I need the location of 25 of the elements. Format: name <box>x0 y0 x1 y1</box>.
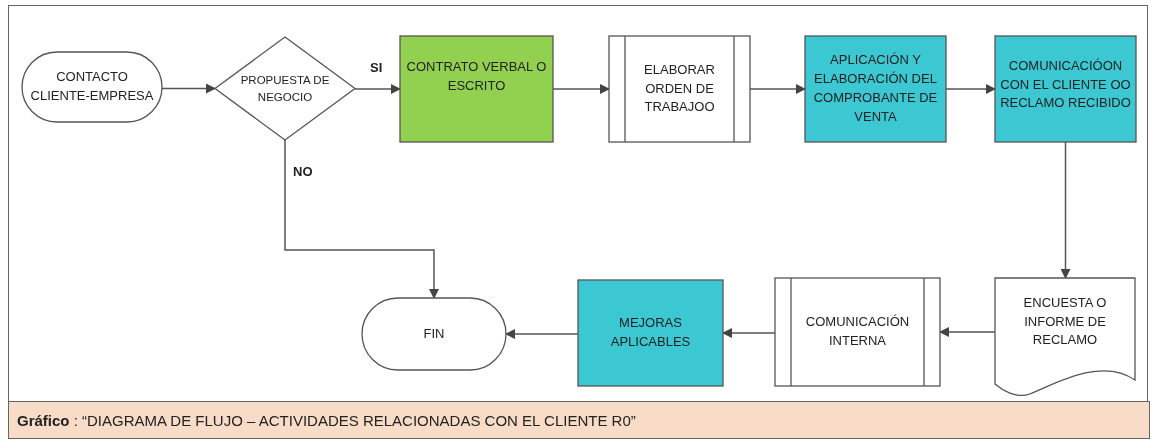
node-label: CONTACTO CLIENTE-EMPRESA <box>30 68 154 105</box>
node-label: ENCUESTA O INFORME DE RECLAMO <box>1022 293 1108 350</box>
arrow <box>1060 141 1071 279</box>
arrow <box>284 139 439 299</box>
terminal-shape <box>362 298 506 370</box>
node-label: PROPUESTA DE NEGOCIO <box>239 72 331 105</box>
node-label: COMUNICACIÓN INTERNA <box>804 313 911 350</box>
process-box <box>400 36 553 142</box>
node-label: COMUNICACIÓON CON EL CLIENTE OO RECLAMO RECIBIDO <box>999 56 1132 113</box>
node-label: MEJORAS APLICABLES <box>609 314 692 351</box>
caption: Gráfico : “DIAGRAMA DE FLUJO – ACTIVIDADES RELACIONADAS CON EL CLIENTE R0” <box>17 411 636 429</box>
node-label: ELABORAR ORDEN DE TRABAJOO <box>643 60 716 117</box>
decision-diamond <box>215 37 355 140</box>
node-label: APLICACIÓN Y ELABORACIÓN DEL COMPROBANTE DE VENTA <box>812 51 939 126</box>
node-label: CONTRATO VERBAL O ESCRITO <box>405 58 548 95</box>
process-box <box>995 36 1136 142</box>
process-box <box>578 280 723 386</box>
edge-label: SI <box>369 60 384 75</box>
node-label: FIN <box>423 324 445 343</box>
edge-label: NO <box>292 164 314 179</box>
process-box <box>805 36 946 142</box>
arrow <box>354 84 401 94</box>
subprocess-box <box>775 278 940 386</box>
terminal-shape <box>22 52 162 122</box>
subprocess-box <box>609 36 750 142</box>
